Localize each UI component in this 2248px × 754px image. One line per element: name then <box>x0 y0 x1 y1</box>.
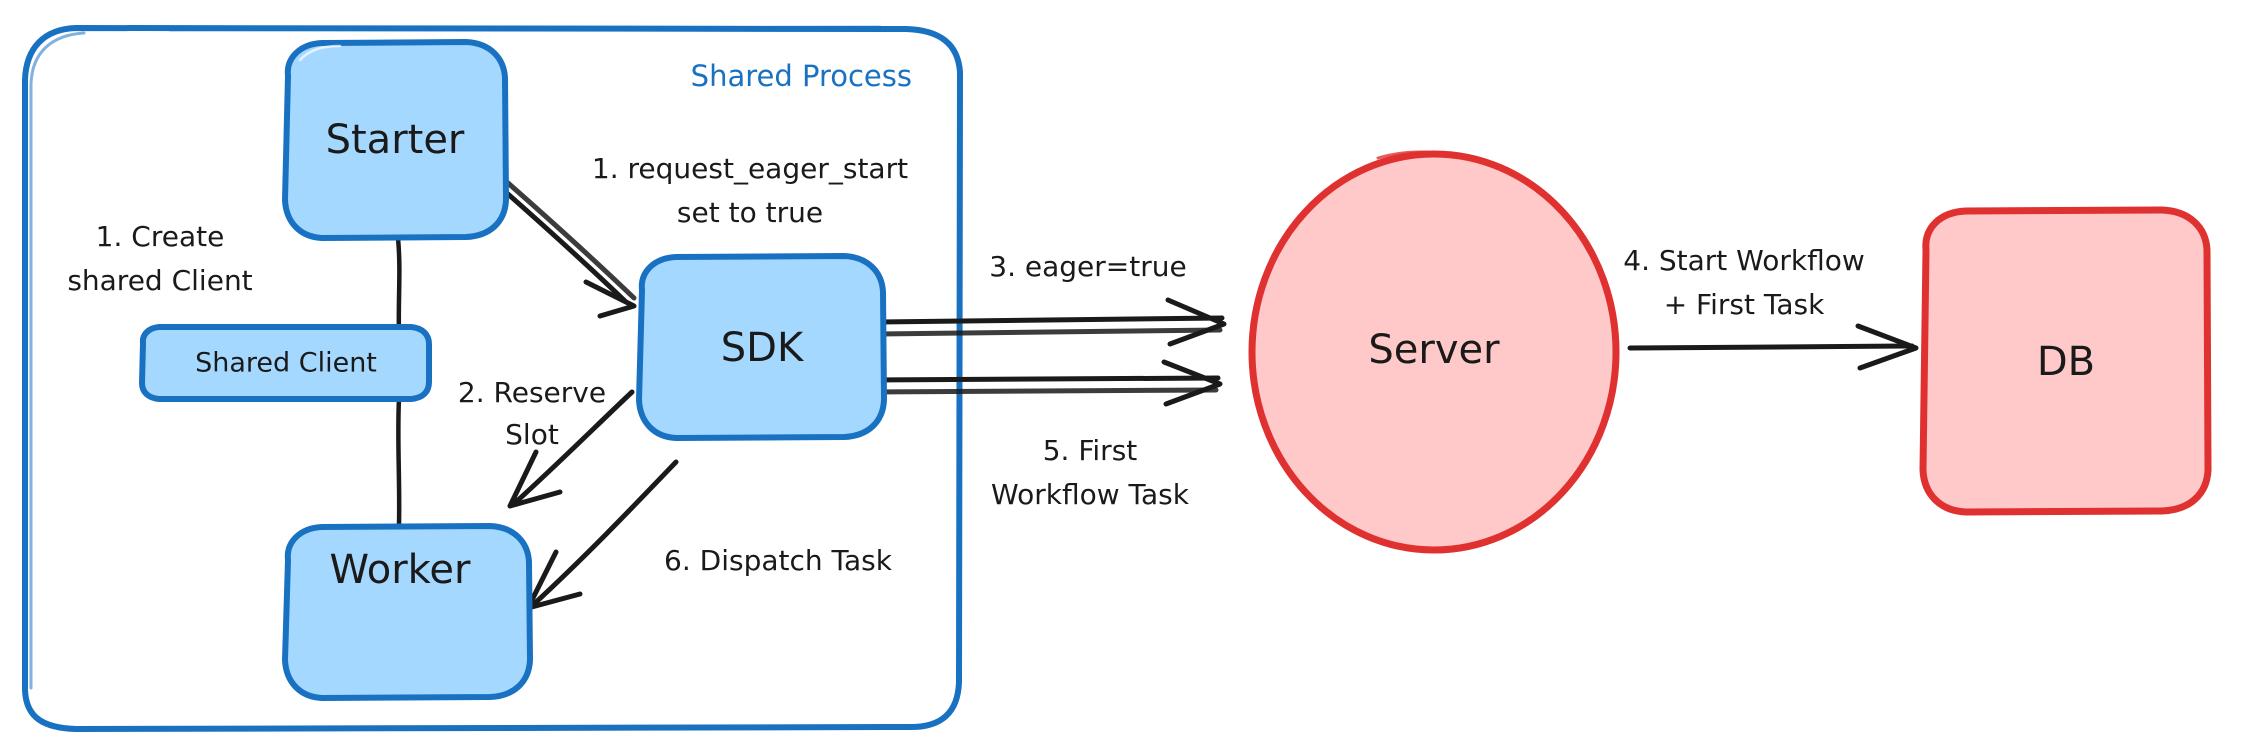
node-server[interactable]: Server <box>1248 150 1620 554</box>
edge-label-reserve-slot: 2. Reserve Slot <box>458 376 606 451</box>
node-starter[interactable]: Starter <box>282 39 509 241</box>
node-db-label: DB <box>2037 339 2095 385</box>
edge-server-to-sdk-arrow <box>873 359 1223 407</box>
node-db[interactable]: DB <box>1919 206 2212 516</box>
edge-label-first-workflow-task: 5. First Workflow Task <box>991 434 1190 511</box>
edge-label-create-shared-client-line1: 1. Create <box>96 220 225 253</box>
node-shared-client-label: Shared Client <box>195 348 377 379</box>
node-worker-label: Worker <box>330 547 471 593</box>
node-server-label: Server <box>1368 327 1500 373</box>
edge-starter-shared-client-worker <box>395 235 402 527</box>
edge-starter-to-sdk-arrow <box>489 173 637 319</box>
shared-process-group <box>22 25 963 732</box>
edge-label-start-workflow: 4. Start Workflow + First Task <box>1623 244 1865 321</box>
shared-process-title: Shared Process <box>691 59 912 93</box>
edge-sdk-to-server-arrow <box>873 297 1227 347</box>
edge-label-reserve-slot-line2: Slot <box>505 418 559 451</box>
node-sdk[interactable]: SDK <box>636 253 887 441</box>
edge-label-request-eager-start-line1: 1. request_eager_start <box>592 152 908 185</box>
edge-sdk-to-worker-dispatch-arrow <box>525 459 679 611</box>
edge-label-create-shared-client-line2: shared Client <box>67 264 252 297</box>
node-worker[interactable]: Worker <box>282 523 533 701</box>
edge-label-request-eager-start-line2: set to true <box>677 196 823 229</box>
edge-server-to-db-arrow <box>1627 323 1919 371</box>
edge-label-first-workflow-task-line1: 5. First <box>1043 434 1138 467</box>
edge-label-request-eager-start: 1. request_eager_start set to true <box>592 152 908 229</box>
edge-label-eager-true: 3. eager=true <box>989 250 1186 283</box>
edge-label-dispatch-task-line1: 6. Dispatch Task <box>664 544 893 577</box>
edge-label-first-workflow-task-line2: Workflow Task <box>991 478 1190 511</box>
edge-label-dispatch-task: 6. Dispatch Task <box>664 544 893 577</box>
edge-sdk-to-worker-reserve-arrow <box>507 389 635 509</box>
edge-label-eager-true-line1: 3. eager=true <box>989 250 1186 283</box>
node-sdk-label: SDK <box>721 325 805 371</box>
edge-label-start-workflow-line1: 4. Start Workflow <box>1623 244 1865 277</box>
node-starter-label: Starter <box>326 117 465 163</box>
edge-label-start-workflow-line2: + First Task <box>1664 288 1825 321</box>
edge-label-reserve-slot-line1: 2. Reserve <box>458 376 606 409</box>
edge-label-create-shared-client: 1. Create shared Client <box>67 220 252 297</box>
node-shared-client[interactable]: Shared Client <box>139 324 432 402</box>
